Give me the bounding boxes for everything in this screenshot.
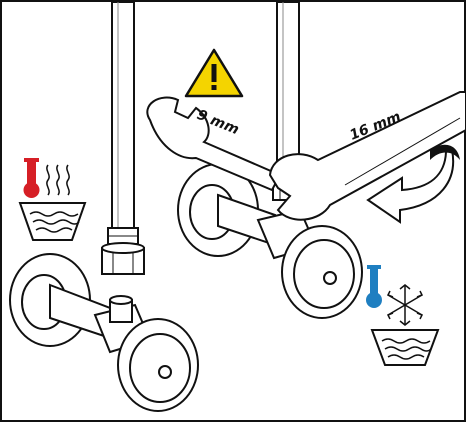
cold-water-snowflake-icon — [366, 265, 440, 366]
right-angle-valve — [177, 163, 363, 319]
curved-arrow-icon — [366, 144, 460, 224]
warning-triangle-icon — [184, 48, 244, 98]
left-supply-hose — [111, 1, 135, 231]
wrench-16mm — [268, 91, 466, 221]
left-hose-nut — [101, 227, 145, 275]
wrench-9mm — [146, 96, 282, 192]
hot-water-thermometer-icon — [18, 158, 87, 241]
left-angle-valve — [9, 253, 199, 412]
